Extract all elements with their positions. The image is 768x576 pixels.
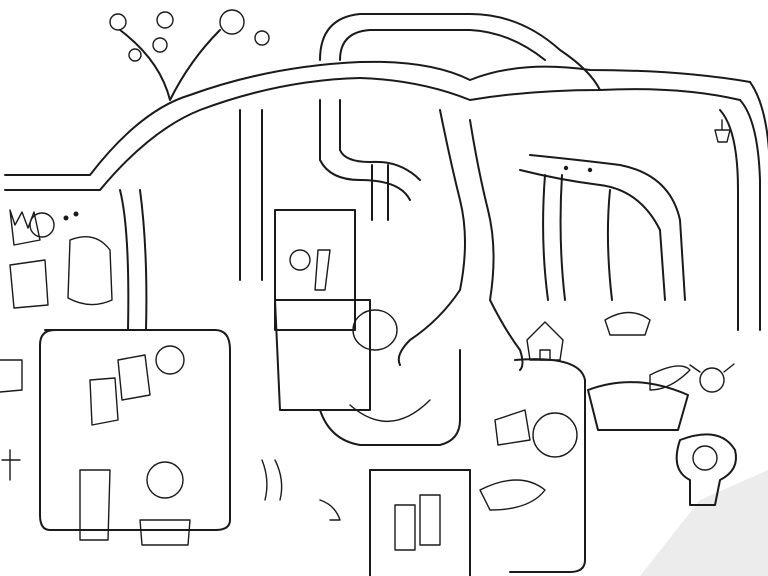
left-edge-marks xyxy=(0,360,22,480)
plants-bottom xyxy=(262,460,340,520)
musical-notes xyxy=(63,165,593,221)
bottom-center-room xyxy=(370,470,470,576)
left-room xyxy=(40,330,230,545)
cat-and-figures xyxy=(10,210,112,308)
central-room xyxy=(320,310,460,445)
tube-network xyxy=(5,14,768,370)
shelf-room xyxy=(275,210,370,410)
right-room xyxy=(480,359,585,572)
basket-and-bread xyxy=(588,313,690,431)
house-icon xyxy=(527,322,563,360)
paper-fold-shadow xyxy=(640,470,768,576)
hanging-lamp xyxy=(715,120,730,142)
toilet xyxy=(677,434,736,505)
right-small-figure xyxy=(690,364,734,392)
flower-tree xyxy=(110,10,269,100)
